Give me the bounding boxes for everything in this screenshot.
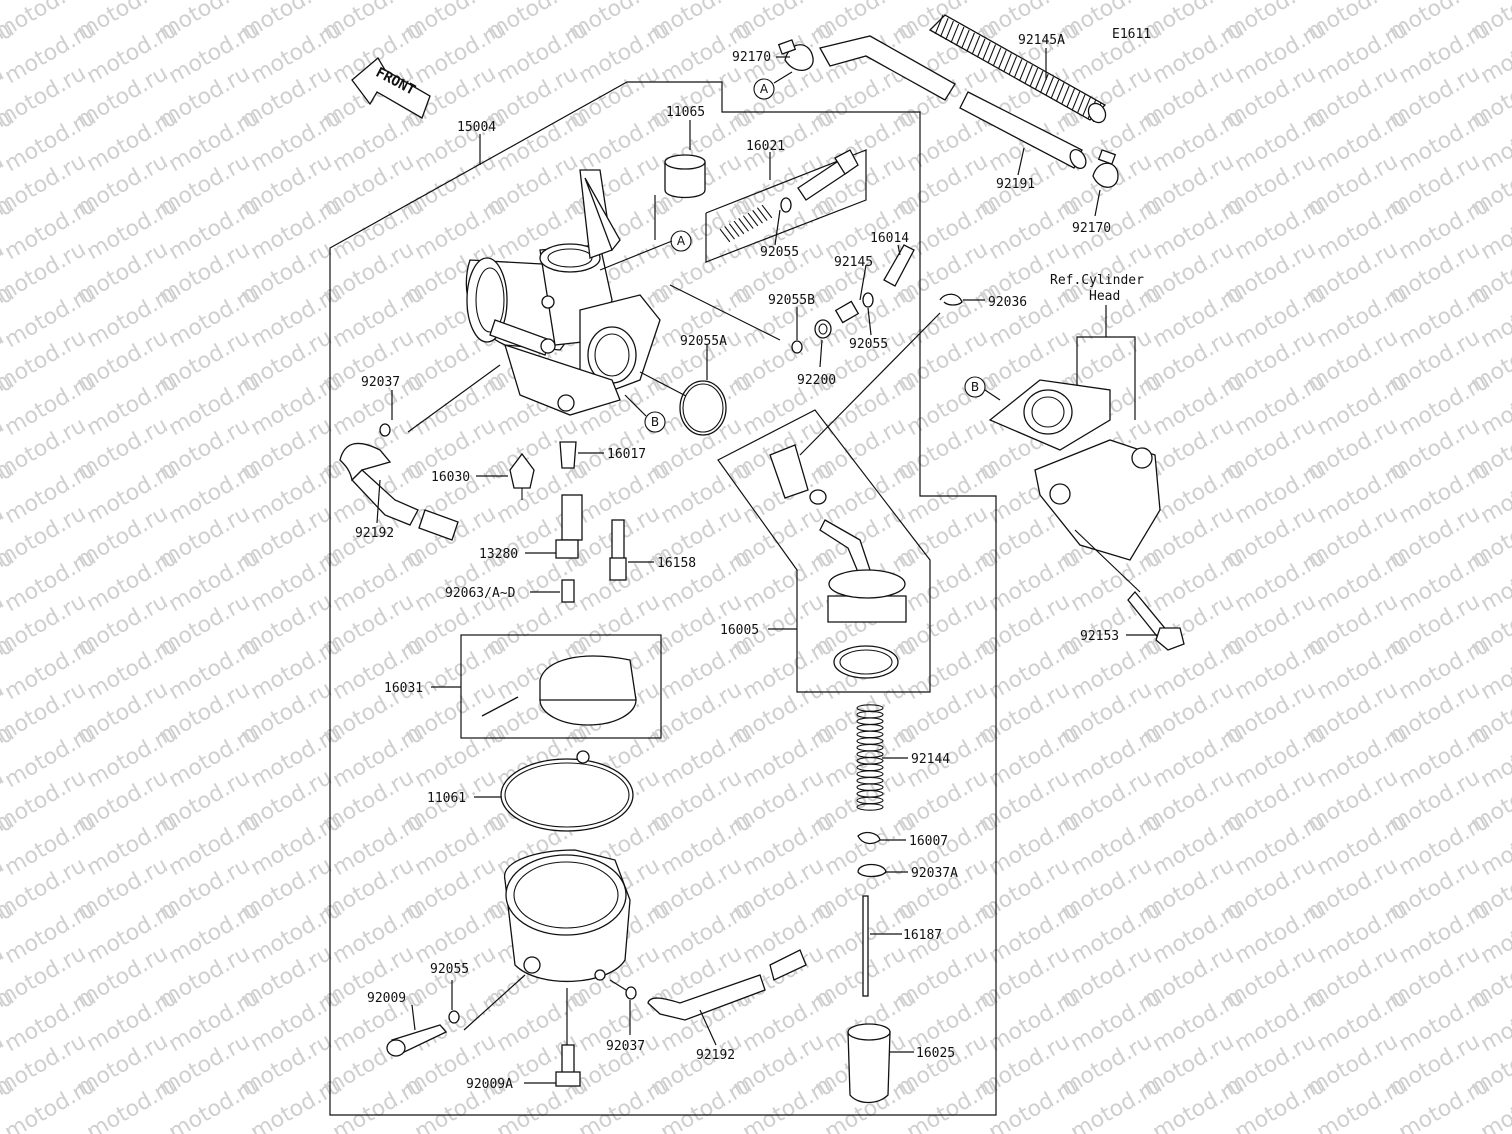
clamp-92037	[379, 423, 391, 437]
diagram-code: E1611	[1112, 27, 1151, 42]
hose-92192-left	[339, 442, 459, 541]
clip-92036	[939, 293, 963, 306]
ref-cylinder-label: Ref.Cylinder	[1050, 273, 1144, 288]
screw-16014	[883, 244, 915, 287]
hose-clamp-icon	[777, 39, 814, 71]
label-16014: 16014	[870, 231, 909, 246]
jet-92063	[561, 579, 575, 603]
label-16017: 16017	[607, 447, 646, 462]
screw-92009A	[555, 1044, 581, 1087]
label-92145A: 92145A	[1018, 33, 1065, 48]
hose-clamp-icon	[1092, 149, 1119, 188]
cap-11065	[664, 154, 706, 199]
float-needle-16030	[509, 452, 535, 500]
needle-jet-13280	[555, 494, 583, 559]
label-92037: 92037	[361, 375, 400, 390]
throttle-valve-16025	[847, 1023, 891, 1104]
parts-box-16021	[705, 149, 867, 263]
label-15004: 15004	[457, 120, 496, 135]
label-92144: 92144	[911, 752, 950, 767]
spring-92144	[856, 704, 884, 811]
carburetor-body	[465, 169, 661, 416]
label-92145: 92145	[834, 255, 873, 270]
label-16158: 16158	[657, 556, 696, 571]
label-92036: 92036	[988, 295, 1027, 310]
spring-92145	[834, 300, 860, 324]
clamp-92037-bowl	[625, 986, 637, 1000]
label-16007: 16007	[909, 834, 948, 849]
label-13280: 13280	[479, 547, 518, 562]
jet-16017	[559, 441, 577, 469]
label-92192-left: 92192	[355, 526, 394, 541]
label-92037-b: 92037	[606, 1039, 645, 1054]
label-92191: 92191	[996, 177, 1035, 192]
o-ring-92055B	[791, 340, 803, 354]
part-labels: 92170 92145A 92191 92170 15004 11065 160…	[355, 33, 1144, 1092]
hose-92191	[819, 35, 1087, 169]
label-16005: 16005	[720, 623, 759, 638]
svg-text:A: A	[677, 234, 686, 248]
drain-screw-92009	[386, 1024, 448, 1057]
float-16031	[481, 655, 637, 726]
label-92009: 92009	[367, 991, 406, 1006]
callout-a: A A	[670, 78, 775, 252]
ref-head-label: Head	[1089, 289, 1120, 304]
callout-b: B B	[644, 376, 986, 433]
label-92170-bottom: 92170	[1072, 221, 1111, 236]
starter-plunger-16005	[769, 444, 907, 679]
label-16021: 16021	[746, 139, 785, 154]
label-16187: 16187	[903, 928, 942, 943]
breather-hose-92145A	[928, 14, 1107, 124]
needle-16187	[862, 895, 869, 997]
svg-text:A: A	[760, 82, 769, 96]
label-92055B: 92055B	[768, 293, 815, 308]
label-92055-c: 92055	[430, 962, 469, 977]
label-92037A: 92037A	[911, 866, 958, 881]
pilot-jet-16158	[609, 519, 627, 581]
parts-box-16005	[717, 409, 931, 693]
svg-text:B: B	[971, 380, 979, 394]
clip-92037A	[857, 863, 887, 878]
o-ring-92055A	[679, 380, 727, 436]
label-92063: 92063/A~D	[445, 586, 516, 601]
pilot-screw-16021	[719, 149, 859, 243]
float-bowl	[504, 849, 631, 982]
label-92170-top: 92170	[732, 50, 771, 65]
bolt-92153	[1127, 590, 1185, 651]
assembly-frame	[329, 81, 997, 1116]
label-11065: 11065	[666, 105, 705, 120]
label-92192-bottom: 92192	[696, 1048, 735, 1063]
label-16025: 16025	[916, 1046, 955, 1061]
svg-text:B: B	[651, 415, 659, 429]
label-11061: 11061	[427, 791, 466, 806]
leader-lines	[376, 48, 1158, 1084]
o-ring-92055-bowl	[448, 1010, 460, 1024]
intake-manifold	[988, 379, 1161, 561]
label-92009A: 92009A	[466, 1077, 513, 1092]
label-92200: 92200	[797, 373, 836, 388]
hose-92192-bottom	[647, 949, 807, 1021]
label-92055-b: 92055	[849, 337, 888, 352]
o-ring-92055	[862, 292, 874, 308]
label-92055-a: 92055	[760, 245, 799, 260]
label-16030: 16030	[431, 470, 470, 485]
label-92055A: 92055A	[680, 334, 727, 349]
washer-92200	[814, 319, 832, 339]
gasket-11061	[500, 750, 634, 832]
label-92153: 92153	[1080, 629, 1119, 644]
label-16031: 16031	[384, 681, 423, 696]
